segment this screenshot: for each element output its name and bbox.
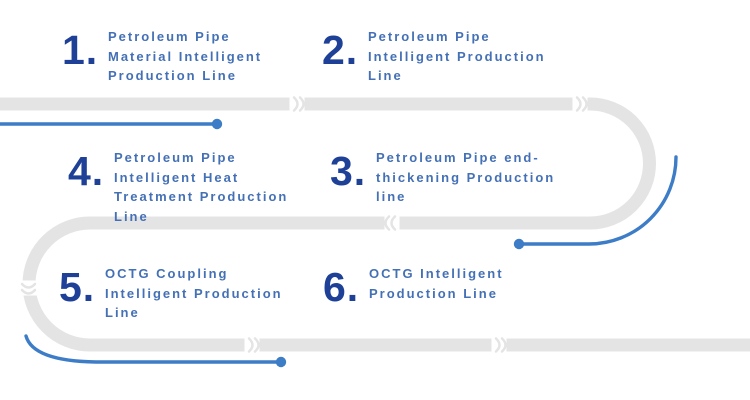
step-label-line: Treatment Production — [114, 189, 289, 204]
step-item-6: 6. OCTG Intelligent Production Line — [323, 264, 504, 310]
step-label: Petroleum Pipe end- thickening Productio… — [376, 148, 555, 207]
step-label-line: OCTG Intelligent — [369, 266, 504, 281]
step-number: 4. — [68, 148, 105, 194]
step-number: 2. — [322, 27, 359, 73]
step-label-line: Intelligent Production — [105, 285, 283, 301]
step-label-line: Petroleum Pipe end- — [376, 150, 540, 165]
step-label-line: Line — [114, 208, 149, 224]
step-label-line: Intelligent Production — [368, 48, 546, 64]
pipe-path — [0, 97, 750, 352]
step-item-5: 5. OCTG Coupling Intelligent Production … — [59, 264, 283, 323]
step-label-line: Petroleum Pipe — [368, 29, 491, 44]
step-label-line: Material Intelligent — [108, 48, 263, 64]
pipe-joint-break — [20, 280, 37, 296]
step-number: 3. — [330, 148, 367, 194]
step-label-line: Petroleum Pipe — [114, 150, 237, 165]
step-item-3: 3. Petroleum Pipe end- thickening Produc… — [330, 148, 555, 207]
step-number: 6. — [323, 264, 360, 310]
accent-dot-top — [211, 118, 223, 130]
step-label: Petroleum Pipe Intelligent Production Li… — [368, 27, 546, 86]
step-item-1: 1. Petroleum Pipe Material Intelligent P… — [62, 27, 262, 86]
step-label-line: thickening Production — [376, 169, 556, 185]
step-number: 5. — [59, 264, 96, 310]
accent-curve-right — [520, 155, 678, 246]
pipe-joint-break — [384, 215, 400, 231]
step-label-line: Petroleum Pipe — [108, 29, 231, 44]
accent-dot-right — [513, 238, 525, 250]
step-number: 1. — [62, 27, 99, 73]
pipe-joint-break — [491, 337, 507, 353]
step-label-line: line — [376, 189, 407, 204]
step-label-line: Intelligent Heat — [114, 169, 240, 185]
step-label: Petroleum Pipe Material Intelligent Prod… — [108, 27, 262, 86]
step-label-line: Line — [105, 305, 140, 320]
step-label-line: OCTG Coupling — [105, 266, 229, 281]
step-label: OCTG Coupling Intelligent Production Lin… — [105, 264, 283, 323]
step-label: Petroleum Pipe Intelligent Heat Treatmen… — [114, 148, 288, 226]
step-item-4: 4. Petroleum Pipe Intelligent Heat Treat… — [68, 148, 288, 226]
step-label: OCTG Intelligent Production Line — [369, 264, 504, 303]
pipe-joint-break — [572, 96, 588, 112]
accent-curve-bottom — [24, 334, 280, 364]
step-item-2: 2. Petroleum Pipe Intelligent Production… — [322, 27, 546, 86]
pipe-joint-break — [244, 337, 260, 353]
accent-dot-bottom — [275, 356, 287, 368]
pipe-joint-break — [289, 96, 305, 112]
step-label-line: Production Line — [108, 68, 237, 83]
step-label-line: Line — [368, 68, 403, 83]
step-label-line: Production Line — [369, 285, 498, 301]
